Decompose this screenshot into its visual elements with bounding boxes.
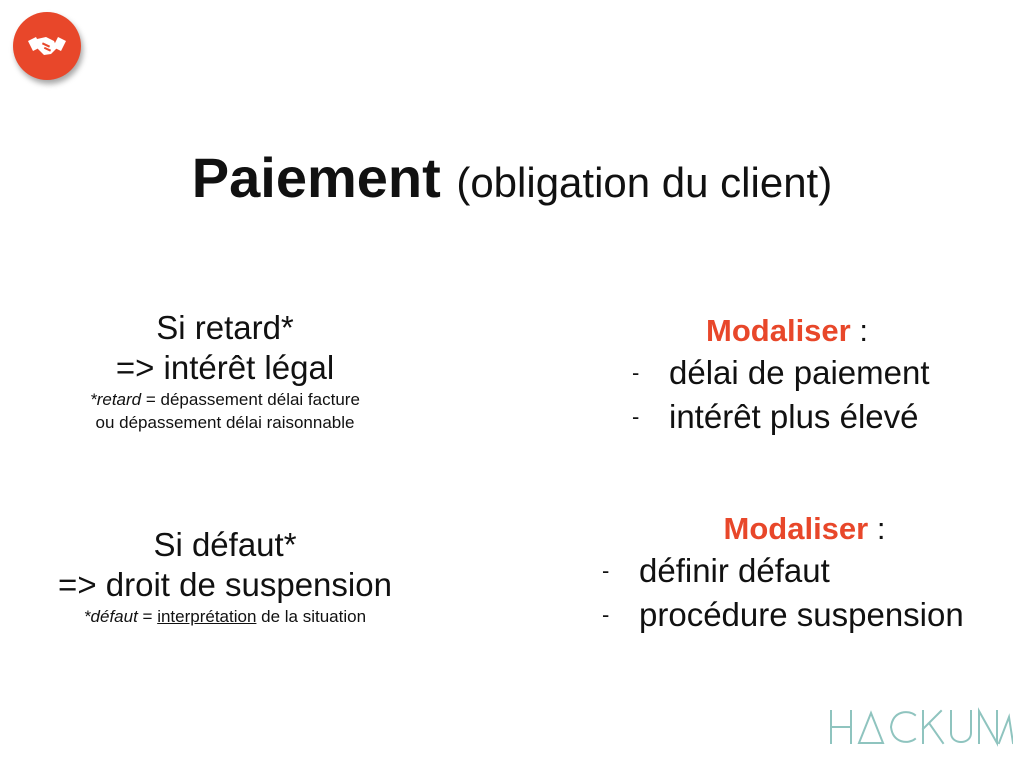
bullet-dash: - <box>632 404 640 429</box>
retard-block: Si retard* => intérêt légal *retard = dé… <box>50 308 400 434</box>
retard-note-term: *retard <box>90 390 142 409</box>
bullet-text: définir défaut <box>639 552 830 589</box>
defaut-note-rest: de la situation <box>256 607 367 626</box>
bullet-item: - intérêt plus élevé <box>632 396 972 440</box>
bullet-item: - procédure suspension <box>602 594 1012 638</box>
bullet-dash: - <box>632 360 640 385</box>
modaliser-accent: Modaliser <box>706 313 851 348</box>
modaliser-suffix: : <box>850 313 868 348</box>
modaliser-suffix: : <box>868 511 886 546</box>
bullet-text: procédure suspension <box>639 596 964 633</box>
handshake-icon <box>28 37 66 55</box>
title-sub: (obligation du client) <box>456 159 833 206</box>
retard-line2: => intérêt légal <box>115 349 335 386</box>
modaliser-defaut-block: Modaliser : - définir défaut - procédure… <box>602 508 1012 638</box>
retard-line1: Si retard* <box>156 309 294 346</box>
modaliser-heading: Modaliser : <box>602 310 972 352</box>
modaliser-heading: Modaliser : <box>597 508 1012 550</box>
defaut-note: *défaut = interprétation de la situation <box>25 605 425 628</box>
modaliser-retard-block: Modaliser : - délai de paiement - intérê… <box>632 310 972 440</box>
bullet-dash: - <box>602 558 610 583</box>
modaliser-accent: Modaliser <box>723 511 869 546</box>
defaut-line2: => droit de suspension <box>58 566 392 603</box>
retard-note-rest: = dépassement délai facture <box>141 390 360 409</box>
retard-note-line2: ou dépassement délai raisonnable <box>95 413 355 432</box>
handshake-logo <box>13 12 81 80</box>
defaut-note-eq: = <box>137 607 158 626</box>
defaut-note-term: *défaut <box>83 607 138 626</box>
page-title: Paiement (obligation du client) <box>0 140 1024 221</box>
bullet-text: intérêt plus élevé <box>669 398 919 435</box>
defaut-line1: Si défaut* <box>153 526 297 563</box>
bullet-item: - définir défaut <box>602 550 1012 594</box>
defaut-block: Si défaut* => droit de suspension *défau… <box>25 525 425 628</box>
bullet-dash: - <box>602 602 610 627</box>
hackuna-logo <box>829 707 1015 752</box>
title-main: Paiement <box>191 146 441 209</box>
retard-note: *retard = dépassement délai facture <box>50 388 400 411</box>
bullet-item: - délai de paiement <box>632 352 972 396</box>
bullet-text: délai de paiement <box>669 354 930 391</box>
defaut-note-underlined: interprétation <box>157 607 257 626</box>
